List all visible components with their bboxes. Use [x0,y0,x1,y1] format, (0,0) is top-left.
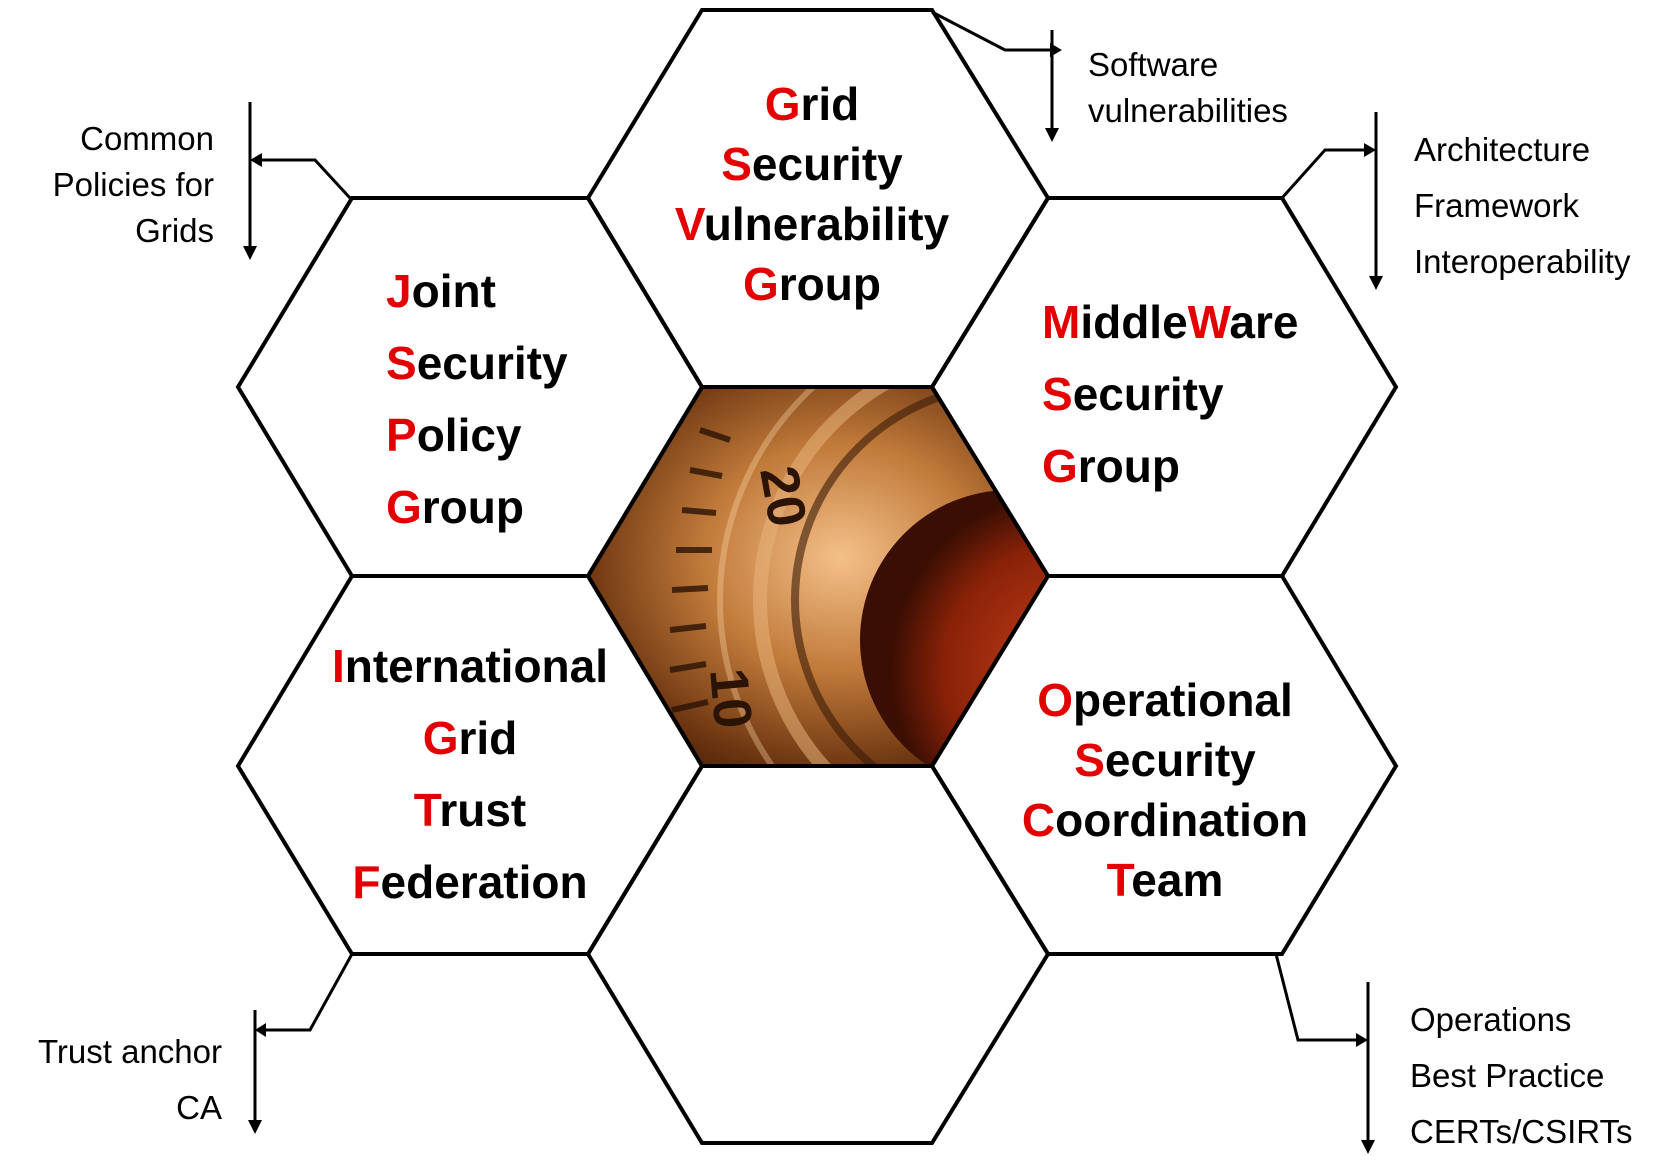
note-line: Interoperability [1414,243,1631,280]
hex-upper-right-label: MiddleWare Security Group [1042,296,1299,492]
operations-connector [1274,953,1370,1150]
arrow-head-icon [1364,143,1376,157]
trust-anchor-connector [253,953,354,1130]
note-trust-anchor: Trust anchor CA [0,1024,222,1136]
note-line: Policies for [52,166,214,203]
note-line: CA [176,1089,222,1126]
note-operations: Operations Best Practice CERTs/CSIRTs [1410,992,1633,1160]
arrow-head-icon [248,1120,262,1134]
note-line: Common [80,120,214,157]
hex-bottom [585,764,1051,1145]
arrow-head-icon [255,1023,266,1037]
arrow-head-icon [250,153,262,167]
arrow-head-icon [1356,1033,1368,1047]
note-line: Architecture [1414,131,1591,168]
note-line: CERTs/CSIRTs [1410,1113,1633,1150]
hex-top-label: Grid Security Vulnerability Group [674,78,950,310]
note-line: Best Practice [1410,1057,1605,1094]
arrow-head-icon [1045,128,1059,142]
note-architecture: Architecture Framework Interoperability [1414,122,1630,290]
note-line: Trust anchor [37,1033,222,1070]
note-line: Software [1088,46,1219,83]
note-line: vulnerabilities [1088,92,1288,129]
note-line: Framework [1414,187,1580,224]
arrow-head-icon [1050,43,1062,57]
arrow-head-icon [1361,1140,1375,1154]
hex-lower-right-label: Operational Security Coordination Team [1021,674,1309,906]
hex-lower-left-label: International Grid Trust Federation [331,640,609,908]
note-line: Operations [1410,1001,1572,1038]
note-line: Grids [135,212,214,249]
hex-upper-left-label: Joint Security Policy Group [386,265,568,533]
architecture-connector [1280,112,1378,286]
common-policies-connector [248,102,352,256]
arrow-head-icon [1369,276,1383,290]
note-software: Software vulnerabilities [1088,42,1288,134]
svg-text:20: 20 [748,462,818,532]
note-common-policies: Common Policies for Grids [0,116,214,254]
svg-text:10: 10 [698,666,763,731]
arrow-head-icon [243,246,257,260]
